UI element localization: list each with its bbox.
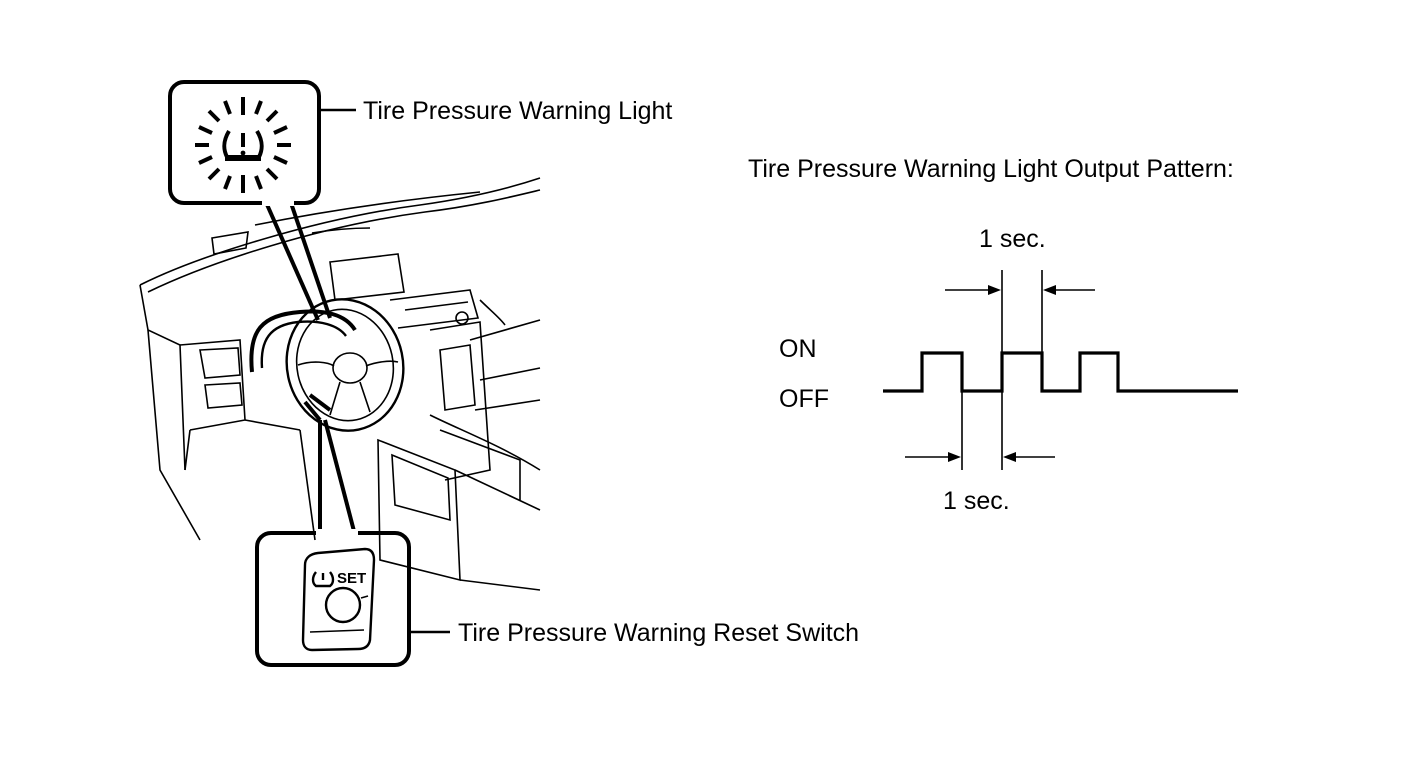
output-pattern-waveform <box>883 351 1238 393</box>
output-pattern-title: Tire Pressure Warning Light Output Patte… <box>748 155 1234 183</box>
dashboard-drawing-icon <box>139 177 541 591</box>
interval-bottom-label: 1 sec. <box>943 487 1010 515</box>
interval-top-label: 1 sec. <box>979 225 1046 253</box>
warning-light-callout <box>168 80 356 321</box>
off-state-label: OFF <box>779 385 829 413</box>
switch-set-label: SET <box>337 570 366 587</box>
tire-pressure-warning-icon <box>195 97 291 193</box>
reset-switch-callout <box>255 419 450 667</box>
reset-switch-label: Tire Pressure Warning Reset Switch <box>458 619 859 647</box>
warning-light-label: Tire Pressure Warning Light <box>363 97 672 125</box>
timing-markers <box>905 270 1095 470</box>
on-state-label: ON <box>779 335 817 363</box>
